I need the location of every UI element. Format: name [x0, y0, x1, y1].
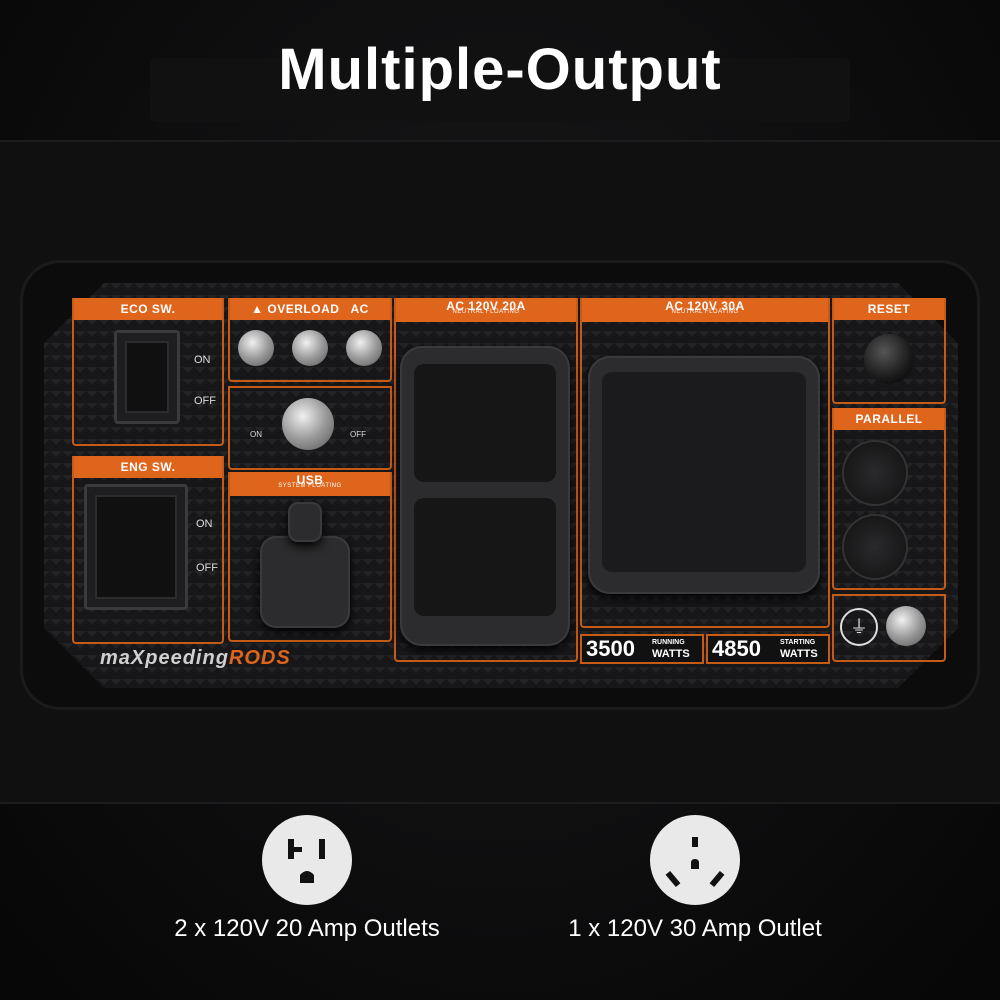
running-watts-label-1: RUNNING — [652, 639, 685, 646]
ac-30a-outlet-cover[interactable] — [588, 356, 820, 594]
ac-indicator-light — [346, 330, 382, 366]
feature-caption-30a: 1 x 120V 30 Amp Outlet — [568, 915, 822, 942]
ac-30a-label: AC 120V 30A — [665, 299, 745, 313]
ac-30a-face — [602, 372, 806, 572]
reset-section: RESET — [832, 298, 946, 404]
feature-caption-20a: 2 x 120V 20 Amp Outlets — [174, 915, 440, 942]
ac-label: AC — [350, 302, 369, 316]
starting-watts-label-1: STARTING — [780, 639, 816, 646]
nema-5-20-outlet-icon — [262, 815, 352, 905]
ground-icon: ⏚ — [840, 608, 878, 646]
ac-30a-label-bar: AC 120V 30A NEUTRAL FLOATING — [582, 298, 828, 322]
starting-watts-value: 4850 — [712, 636, 761, 661]
reset-label: RESET — [834, 298, 944, 320]
eco-rocker-face — [125, 341, 169, 413]
choke-section: ON OFF — [228, 386, 392, 470]
parallel-section: PARALLEL — [832, 408, 946, 590]
eco-switch-section: ECO SW. ON OFF — [72, 298, 224, 446]
starting-watts-label-2: WATTS — [780, 648, 818, 660]
usb-label: USB — [296, 473, 324, 487]
usb-sub-label: SYSTEM FLOATING — [278, 483, 342, 489]
engine-switch-section: ENG SW. ON OFF — [72, 456, 224, 644]
usb-section: USB SYSTEM FLOATING — [228, 472, 392, 642]
ac-20a-label: AC 120V 20A — [446, 299, 526, 313]
ground-section: ⏚ — [832, 594, 946, 662]
ac-30a-sub-label: NEUTRAL FLOATING — [671, 309, 739, 315]
tt-30-outlet-icon — [650, 815, 740, 905]
choke-on-label: ON — [250, 430, 262, 439]
running-watts-badge: 3500 RUNNING WATTS — [580, 634, 704, 664]
choke-off-label: OFF — [350, 430, 366, 439]
running-watts-label-2: WATTS — [652, 648, 690, 660]
ac-20a-outlet-cover[interactable] — [400, 346, 570, 646]
ac-20a-lower-face — [414, 498, 556, 616]
choke-knob[interactable] — [282, 398, 334, 450]
eco-off-label: OFF — [194, 395, 216, 407]
parallel-port-bottom[interactable] — [844, 516, 906, 578]
eco-rocker-switch[interactable] — [114, 330, 180, 424]
overload-section: ▲ OVERLOAD AC — [228, 298, 392, 382]
ac-20a-sub-label: NEUTRAL FLOATING — [452, 309, 520, 315]
engine-switch-label: ENG SW. — [74, 456, 222, 478]
running-watts-value: 3500 — [586, 636, 635, 661]
page-title: Multiple-Output — [278, 37, 722, 102]
starting-watts-badge: 4850 STARTING WATTS — [706, 634, 830, 664]
brand-main: maXpeeding — [100, 647, 229, 669]
engine-off-label: OFF — [196, 562, 218, 574]
ac-20a-upper-face — [414, 364, 556, 482]
engine-rocker-switch[interactable] — [84, 484, 188, 610]
oil-icon: ▲ — [251, 302, 264, 316]
parallel-port-top[interactable] — [844, 442, 906, 504]
ground-terminal[interactable] — [886, 606, 926, 646]
eco-on-label: ON — [194, 354, 211, 366]
parallel-label: PARALLEL — [834, 408, 944, 430]
usb-cover[interactable] — [260, 536, 350, 628]
model-band — [150, 58, 850, 122]
reset-button[interactable] — [864, 334, 914, 384]
brand-logo: maXpeedingRODS — [100, 647, 291, 670]
engine-on-label: ON — [196, 518, 213, 530]
oil-indicator-light — [238, 330, 274, 366]
ac-20a-label-bar: AC 120V 20A NEUTRAL FLOATING — [396, 298, 576, 322]
engine-rocker-face — [95, 495, 177, 599]
usb-cover-tab — [288, 502, 322, 542]
overload-label-bar: ▲ OVERLOAD AC — [230, 298, 390, 320]
eco-switch-label: ECO SW. — [74, 298, 222, 320]
overload-indicator-light — [292, 330, 328, 366]
usb-label-bar: USB SYSTEM FLOATING — [230, 472, 390, 496]
ac-20a-section: AC 120V 20A NEUTRAL FLOATING — [394, 298, 578, 662]
brand-accent: RODS — [228, 647, 291, 669]
overload-label: OVERLOAD — [267, 302, 340, 316]
ac-30a-section: AC 120V 30A NEUTRAL FLOATING — [580, 298, 830, 628]
